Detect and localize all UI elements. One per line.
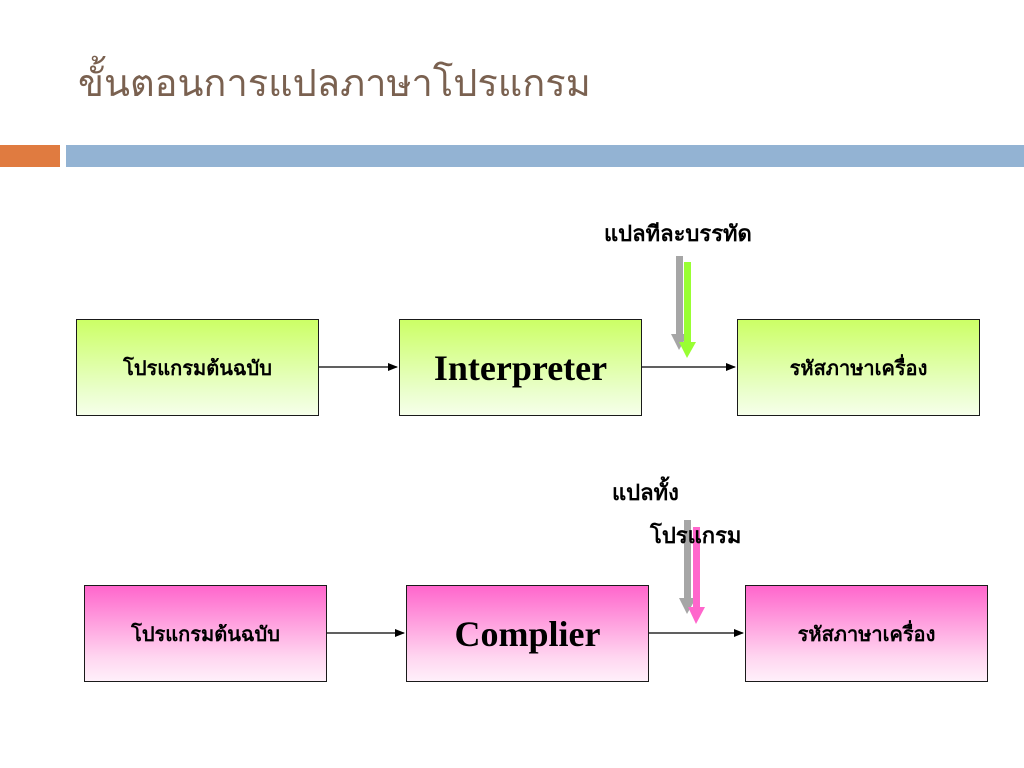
interpreter-label: Interpreter [433, 347, 608, 388]
interpreter-box: Interpreter [399, 319, 642, 416]
compiler-note-line1: แปลทั้ง [612, 481, 679, 506]
interpreter-note: แปลทีละบรรทัด [604, 222, 752, 247]
accent-bar-blue [66, 145, 1024, 167]
interpreter-down-arrow-icon [671, 256, 696, 358]
compiler-source-box: โปรแกรมต้นฉบับ [84, 585, 327, 682]
compiler-box: Complier [406, 585, 649, 682]
interpreter-target-box: รหัสภาษาเครื่อง [737, 319, 980, 416]
page-title: ขั้นตอนการแปลภาษาโปรแกรม [78, 61, 591, 105]
compiler-note-line2: โปรแกรม [650, 524, 742, 549]
compiler-target-box: รหัสภาษาเครื่อง [745, 585, 988, 682]
compiler-target-label: รหัสภาษาเครื่อง [797, 621, 936, 646]
compiler-down-arrow-icon [679, 520, 705, 624]
interpreter-source-box: โปรแกรมต้นฉบับ [76, 319, 319, 416]
accent-bar-orange [0, 145, 60, 167]
compiler-label: Complier [454, 613, 601, 654]
interpreter-target-label: รหัสภาษาเครื่อง [789, 355, 928, 380]
interpreter-source-label: โปรแกรมต้นฉบับ [123, 355, 272, 380]
compiler-source-label: โปรแกรมต้นฉบับ [131, 621, 280, 646]
